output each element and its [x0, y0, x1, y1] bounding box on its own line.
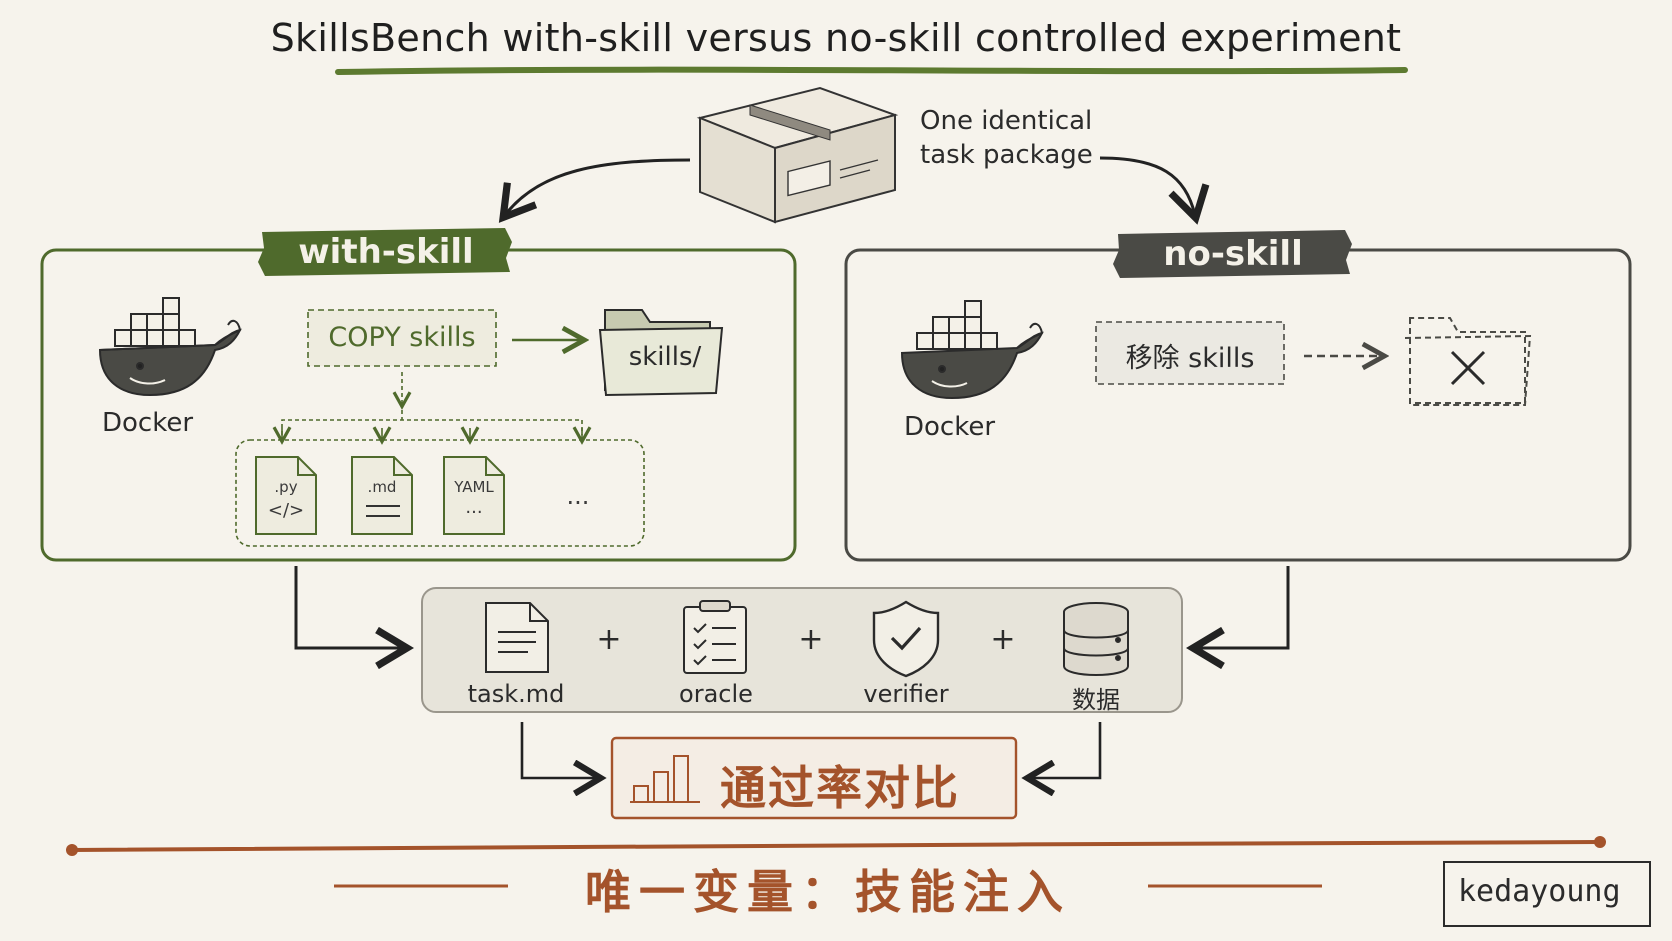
footer-text: 唯一变量：技能注入 [585, 865, 1071, 919]
yaml-file-icon [443, 456, 505, 535]
docker-label-left: Docker [102, 408, 194, 438]
plus-sign-2: + [798, 622, 824, 657]
arrow-shared-to-result-left [520, 722, 598, 778]
file-label-md: .md [367, 478, 397, 496]
yaml-ellipsis-icon: ··· [465, 502, 483, 523]
docker-whale-icon-left [98, 297, 242, 397]
code-brackets-icon: </> [267, 500, 305, 521]
copy-skills-label: COPY skills [328, 322, 476, 353]
no-skill-panel [844, 248, 1632, 562]
docker-whale-icon-right [900, 300, 1044, 400]
shared-item-verifier: verifier [863, 680, 949, 708]
skill-files-container [235, 439, 645, 547]
tree-arrows [282, 428, 582, 440]
no-skill-banner-bg [1113, 230, 1352, 278]
plus-sign-1: + [596, 622, 622, 657]
arrow-shared-to-result-right [1030, 722, 1102, 778]
md-file-icon [351, 456, 413, 535]
package-label-line2: task package [920, 140, 1093, 170]
plus-sign-3: + [990, 622, 1016, 657]
file-label-more: ... [566, 482, 590, 510]
folder-label: skills/ [628, 342, 702, 372]
file-label-yaml: YAML [454, 478, 494, 496]
signature: kedayoung [1458, 874, 1621, 909]
with-skill-banner: with-skill [298, 232, 474, 272]
copy-skills-box [307, 309, 497, 367]
title-underline [335, 66, 1408, 75]
with-skill-panel [40, 248, 797, 562]
footer-divider [71, 840, 1601, 852]
docker-label-right: Docker [904, 412, 996, 442]
shared-item-oracle: oracle [679, 680, 753, 708]
verifier-shield-icon [872, 600, 940, 678]
file-label-py: .py [274, 478, 298, 496]
arrow-to-no-skill [1099, 156, 1195, 215]
empty-folder-x-icon [1404, 317, 1532, 406]
bar-chart-icon [630, 755, 700, 803]
pass-rate-box [610, 736, 1018, 820]
folder-icon [598, 309, 724, 397]
x-icon [1450, 350, 1486, 386]
no-skill-banner: no-skill [1163, 234, 1303, 274]
pass-rate-label: 通过率对比 [720, 761, 960, 815]
arrow-no-skill-to-shared [1196, 566, 1290, 648]
with-skill-banner-bg [258, 228, 512, 276]
arrow-with-skill-to-shared [294, 566, 404, 648]
shared-item-data: 数据 [1072, 686, 1120, 714]
database-icon [1063, 602, 1129, 676]
shared-item-task: task.md [467, 680, 565, 708]
py-file-icon [255, 456, 317, 535]
oracle-clipboard-icon [683, 600, 747, 674]
shared-components-panel [421, 587, 1183, 713]
page-title: SkillsBench with-skill versus no-skill c… [270, 16, 1402, 60]
copy-tree-lines [281, 372, 583, 435]
task-document-icon [485, 602, 549, 673]
remove-skills-box [1095, 321, 1285, 385]
package-label-line1: One identical [920, 106, 1093, 136]
signature-frame [1443, 861, 1651, 927]
remove-skills-label: 移除 skills [1125, 343, 1255, 374]
package-box-icon [696, 86, 899, 224]
arrow-to-with-skill [505, 158, 691, 215]
